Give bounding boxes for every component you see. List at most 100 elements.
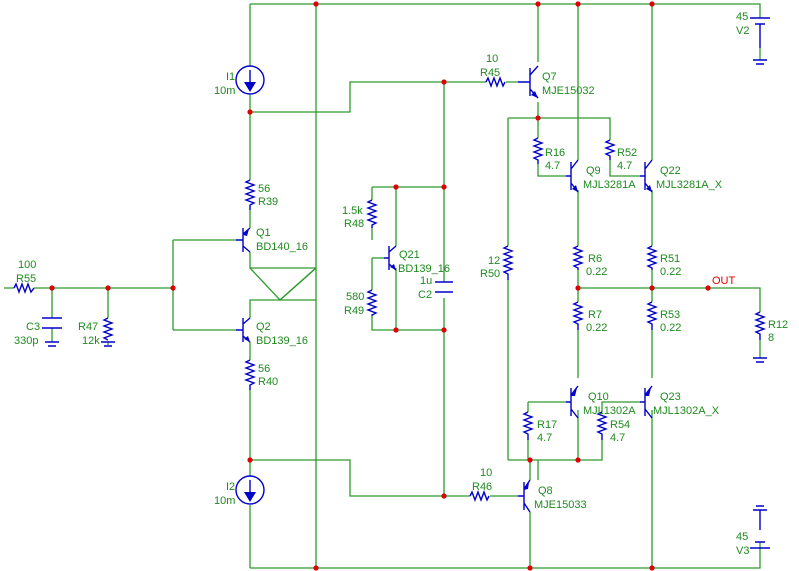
i1-symbol bbox=[235, 65, 265, 95]
components bbox=[13, 17, 770, 549]
q9-model: MJL3281A bbox=[583, 179, 636, 191]
r40-symbol bbox=[244, 359, 256, 390]
r7-symbol bbox=[572, 301, 584, 330]
r53-value: 0.22 bbox=[660, 322, 681, 334]
r50-name: R50 bbox=[480, 268, 500, 280]
r53-name: R53 bbox=[660, 309, 680, 321]
v2-value: 45 bbox=[736, 11, 748, 23]
q21-symbol bbox=[384, 245, 397, 271]
r16-name: R16 bbox=[545, 147, 565, 159]
r52-symbol bbox=[604, 139, 616, 160]
q2-symbol bbox=[236, 317, 251, 343]
r54-symbol bbox=[596, 411, 608, 440]
r6-value: 0.22 bbox=[586, 266, 607, 278]
q8-name: Q8 bbox=[538, 485, 553, 497]
top-rail-wire bbox=[250, 3, 761, 18]
r55-value: 100 bbox=[18, 259, 36, 271]
q22-name: Q22 bbox=[660, 165, 681, 177]
r17-value: 4.7 bbox=[537, 432, 552, 444]
q23-model: MJL1302A_X bbox=[653, 405, 720, 417]
c2-value: 1u bbox=[420, 275, 432, 287]
r47-name: R47 bbox=[78, 321, 98, 333]
v3-name: V3 bbox=[736, 545, 749, 557]
r50-symbol bbox=[502, 245, 514, 280]
q23-symbol bbox=[640, 385, 653, 419]
q23-name: Q23 bbox=[660, 391, 681, 403]
r12-symbol bbox=[754, 311, 766, 340]
i1-name: I1 bbox=[226, 71, 235, 83]
junctions bbox=[49, 1, 711, 571]
q10-model: MJL1302A bbox=[583, 405, 636, 417]
q22-symbol bbox=[640, 159, 653, 193]
r48-symbol bbox=[366, 199, 378, 228]
r46-value: 10 bbox=[480, 467, 492, 479]
r45-name: R45 bbox=[480, 67, 500, 79]
r49-value: 580 bbox=[346, 291, 364, 303]
r40-name: R40 bbox=[258, 376, 278, 388]
v2-name: V2 bbox=[736, 25, 749, 37]
q9-symbol bbox=[566, 159, 579, 193]
r51-name: R51 bbox=[660, 253, 680, 265]
r54-name: R54 bbox=[610, 419, 630, 431]
i2-symbol bbox=[235, 475, 265, 505]
r39-value: 56 bbox=[258, 183, 270, 195]
c2-symbol bbox=[435, 281, 453, 293]
r17-name: R17 bbox=[537, 419, 557, 431]
q21-model: BD139_16 bbox=[398, 263, 450, 275]
r16-value: 4.7 bbox=[545, 160, 560, 172]
r12-name: R12 bbox=[768, 319, 788, 331]
r16-symbol bbox=[532, 137, 544, 164]
q22-model: MJL3281A_X bbox=[656, 179, 723, 191]
r47-value: 12k bbox=[82, 335, 100, 347]
q9-name: Q9 bbox=[586, 165, 601, 177]
q7-model: MJE15032 bbox=[542, 85, 595, 97]
q21-name: Q21 bbox=[399, 249, 420, 261]
r54-value: 4.7 bbox=[610, 432, 625, 444]
q7-symbol bbox=[518, 65, 539, 99]
i1-value: 10m bbox=[214, 85, 235, 97]
r46-symbol bbox=[469, 490, 490, 502]
r7-value: 0.22 bbox=[586, 322, 607, 334]
r51-value: 0.22 bbox=[660, 266, 681, 278]
r46-name: R46 bbox=[472, 481, 492, 493]
r6-symbol bbox=[572, 245, 584, 270]
r6-name: R6 bbox=[588, 253, 602, 265]
out-net-label: OUT bbox=[712, 275, 736, 287]
c3-symbol bbox=[42, 317, 62, 347]
i2-value: 10m bbox=[214, 495, 235, 507]
bottom-rail-wire bbox=[250, 554, 761, 569]
r47-symbol bbox=[102, 317, 114, 341]
r48-name: R48 bbox=[344, 218, 364, 230]
q1-model: BD140_16 bbox=[256, 241, 308, 253]
r17-symbol bbox=[522, 411, 534, 440]
r39-symbol bbox=[244, 179, 256, 210]
v3-symbol bbox=[750, 505, 770, 549]
r49-symbol bbox=[366, 289, 378, 316]
q7-name: Q7 bbox=[542, 71, 557, 83]
r40-value: 56 bbox=[258, 363, 270, 375]
v2-symbol bbox=[750, 17, 770, 65]
q2-name: Q2 bbox=[256, 321, 271, 333]
r55-symbol bbox=[13, 282, 35, 294]
q8-symbol bbox=[518, 479, 531, 513]
q8-model: MJE15033 bbox=[534, 499, 587, 511]
c3-name: C3 bbox=[26, 321, 40, 333]
r39-name: R39 bbox=[258, 196, 278, 208]
r52-value: 4.7 bbox=[617, 160, 632, 172]
q10-name: Q10 bbox=[588, 391, 609, 403]
q10-symbol bbox=[566, 385, 579, 419]
r45-value: 10 bbox=[486, 53, 498, 65]
q2-model: BD139_16 bbox=[256, 335, 308, 347]
labels: I1 10m I2 10m 100 R55 C3 330p R47 12k 56… bbox=[14, 11, 788, 557]
r12-value: 8 bbox=[768, 332, 774, 344]
r51-symbol bbox=[646, 245, 658, 270]
v3-value: 45 bbox=[736, 531, 748, 543]
r52-name: R52 bbox=[617, 147, 637, 159]
wires bbox=[4, 3, 761, 569]
r45-symbol bbox=[485, 76, 506, 88]
q1-name: Q1 bbox=[256, 227, 271, 239]
r53-symbol bbox=[646, 301, 658, 330]
r50-value: 12 bbox=[488, 255, 500, 267]
q1-symbol bbox=[236, 227, 251, 253]
